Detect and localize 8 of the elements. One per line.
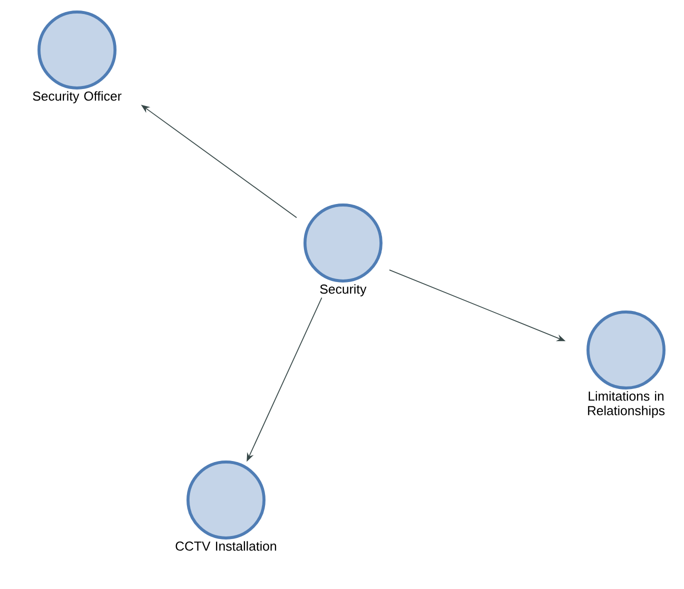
node-label: CCTV Installation	[176, 541, 276, 551]
node-label: Limitations in Relationships	[588, 391, 665, 418]
circle-node: Limitations in Relationships	[586, 310, 666, 418]
node-label: Security	[320, 284, 366, 296]
circle-node: Security Officer	[32, 10, 122, 104]
circle-node: Security	[304, 204, 382, 296]
circle-node: CCTV Installation	[176, 460, 276, 551]
node-label: Security Officer	[32, 91, 122, 104]
